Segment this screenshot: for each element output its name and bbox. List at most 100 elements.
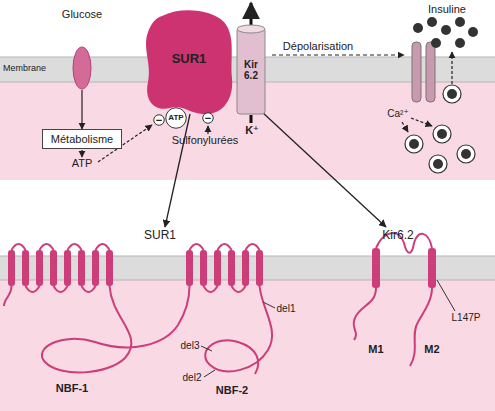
secretory-vesicle bbox=[443, 85, 461, 103]
node-text: ATP bbox=[168, 114, 183, 123]
leader-line bbox=[437, 280, 455, 311]
site-circle bbox=[203, 113, 214, 124]
sur1-helices bbox=[8, 250, 263, 286]
text-label: del2 bbox=[183, 372, 202, 383]
secretory-vesicle bbox=[429, 155, 447, 173]
transmembrane-helix bbox=[242, 250, 249, 286]
text-label: ATP bbox=[72, 157, 93, 169]
extracellular-space bbox=[0, 180, 495, 256]
transmembrane-helix bbox=[8, 250, 15, 286]
channel-mouth bbox=[237, 25, 265, 33]
insulin-granule bbox=[413, 23, 423, 33]
leader-line bbox=[204, 370, 215, 377]
transmembrane-helix bbox=[256, 250, 263, 286]
site-circle bbox=[166, 108, 187, 129]
secretory-vesicle bbox=[433, 125, 451, 143]
node-heading: Glucose bbox=[62, 8, 102, 20]
glucose-transporter-outline bbox=[72, 46, 92, 90]
atp-site: ATP bbox=[165, 107, 187, 129]
secretory-vesicle bbox=[405, 135, 423, 153]
text-label: Sulfonylurées bbox=[172, 134, 239, 146]
transmembrane-helix bbox=[92, 250, 99, 286]
intracellular-loop bbox=[204, 286, 246, 292]
intracellular-loop bbox=[26, 286, 96, 292]
extracellular-loop bbox=[12, 244, 110, 250]
transmembrane-helix bbox=[228, 250, 235, 286]
leader-line bbox=[201, 346, 212, 351]
vesicle-core bbox=[461, 149, 471, 159]
inhibition-sign: − bbox=[202, 112, 214, 124]
text-label: K⁺ bbox=[245, 124, 259, 136]
text-label: del1 bbox=[277, 303, 296, 314]
transmembrane-helix bbox=[428, 248, 436, 288]
n-terminus bbox=[354, 288, 376, 340]
process-box: Métabolisme bbox=[42, 129, 122, 149]
text-label: Insuline bbox=[428, 3, 466, 15]
transmembrane-helix bbox=[106, 250, 113, 286]
potassium-bar bbox=[250, 115, 253, 123]
text-label: Membrane bbox=[3, 64, 46, 74]
site-circle bbox=[154, 115, 165, 126]
transmembrane-helix bbox=[372, 248, 380, 288]
text-label: NBF-2 bbox=[216, 384, 248, 396]
transmembrane-helix bbox=[64, 250, 71, 286]
insulin-granule bbox=[468, 27, 478, 37]
dashed-arrow bbox=[81, 150, 82, 157]
insulin-granule bbox=[431, 38, 441, 48]
insulin-granule bbox=[427, 17, 437, 27]
text-label: Ca²⁺ bbox=[387, 108, 408, 119]
extracellular-loop bbox=[190, 244, 260, 250]
potassium-efflux-arrow bbox=[250, 3, 253, 26]
depolarisation-arrow bbox=[272, 54, 404, 55]
transmembrane-helix bbox=[78, 250, 85, 286]
kir-loops bbox=[354, 233, 432, 366]
transmembrane-helix bbox=[22, 250, 29, 286]
transmembrane-helix bbox=[186, 250, 193, 286]
leader-line bbox=[263, 302, 275, 308]
text-label: NBF-1 bbox=[56, 382, 88, 394]
transmembrane-helix bbox=[36, 250, 43, 286]
arrow-connector bbox=[81, 90, 82, 129]
zoom-arrow bbox=[262, 112, 386, 227]
node-text: − bbox=[205, 112, 211, 124]
dashed-arrow bbox=[402, 122, 408, 132]
transmembrane-helix bbox=[200, 250, 207, 286]
cytoplasm bbox=[0, 280, 495, 411]
vesicle-core bbox=[437, 129, 447, 139]
dashed-arrow bbox=[411, 118, 432, 126]
channel-body bbox=[237, 28, 265, 114]
deletion-leaders bbox=[201, 302, 275, 377]
secretory-vesicle bbox=[457, 145, 475, 163]
protein-shape bbox=[146, 10, 232, 114]
nbf2-loop bbox=[205, 286, 272, 374]
sur1-subunit: SUR1 bbox=[142, 8, 236, 118]
glucose-transporter: Glucose bbox=[72, 46, 92, 90]
n-terminus bbox=[4, 286, 12, 306]
calcium-channel bbox=[412, 42, 421, 102]
node-text: SUR1 bbox=[172, 52, 207, 66]
vesicle-core bbox=[447, 89, 457, 99]
transmembrane-helix bbox=[50, 250, 57, 286]
text-label: Kir6.2 bbox=[382, 229, 413, 242]
nbf1-loop bbox=[42, 286, 190, 373]
node-text: − bbox=[156, 114, 162, 126]
text-label: L147P bbox=[452, 312, 481, 323]
transmembrane-helix bbox=[214, 250, 221, 286]
insulin-granule bbox=[455, 17, 465, 27]
vesicle-core bbox=[409, 139, 419, 149]
text-label: SUR1 bbox=[144, 229, 176, 242]
insulin-granule bbox=[441, 25, 451, 35]
calcium-channel bbox=[426, 42, 435, 102]
sur1-loops bbox=[4, 244, 272, 374]
node-text: Métabolisme bbox=[51, 133, 113, 145]
node-text: Kir 6.2 bbox=[236, 59, 266, 81]
transporter-shape bbox=[73, 47, 91, 89]
vesicle-core bbox=[433, 159, 443, 169]
text-label: M1 bbox=[368, 343, 383, 355]
dashed-arrow bbox=[207, 126, 208, 134]
text-label: M2 bbox=[424, 343, 439, 355]
inhibition-sign: − bbox=[153, 114, 165, 126]
insulin-granule bbox=[455, 38, 465, 48]
